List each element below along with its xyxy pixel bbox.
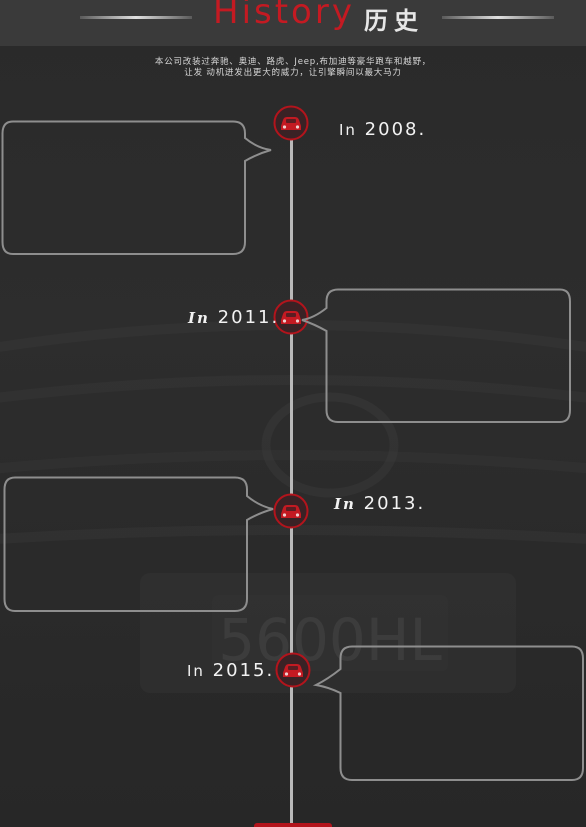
timeline-year-2013: In 2013. bbox=[334, 493, 425, 514]
year-value: 2008. bbox=[364, 119, 427, 140]
timeline-node-2015[interactable] bbox=[275, 652, 311, 688]
year-value: 2011. bbox=[217, 307, 280, 328]
timeline-year-2008: In 2008. bbox=[339, 119, 426, 140]
timeline-year-2011: In 2011. bbox=[188, 307, 279, 328]
timeline-node-2013[interactable] bbox=[273, 493, 309, 529]
header-left-divider bbox=[80, 16, 192, 19]
timeline-year-2015: In 2015. bbox=[187, 660, 274, 681]
year-prefix: In bbox=[187, 662, 205, 680]
timeline-node-2008[interactable] bbox=[273, 105, 309, 141]
car-icon bbox=[273, 493, 309, 529]
year-prefix: In bbox=[334, 495, 356, 513]
year-prefix: In bbox=[339, 121, 357, 139]
header-right-divider bbox=[442, 16, 554, 19]
header-bar: History 历史 bbox=[0, 0, 586, 46]
timeline-line bbox=[290, 118, 293, 827]
event-card-2008[interactable] bbox=[1, 120, 277, 256]
header-title-cn: 历史 bbox=[364, 7, 424, 35]
year-value: 2015. bbox=[212, 660, 275, 681]
timeline-node-2011[interactable] bbox=[273, 299, 309, 335]
intro-line-2: 让发 动机迸发出更大的威力，让引擎瞬间以最大马力 bbox=[184, 68, 402, 78]
header-title-en: History bbox=[213, 0, 355, 32]
car-icon bbox=[275, 652, 311, 688]
car-icon bbox=[273, 105, 309, 141]
year-prefix: In bbox=[188, 309, 210, 327]
year-value: 2013. bbox=[363, 493, 426, 514]
event-card-2013[interactable] bbox=[3, 476, 279, 613]
plate-text: 5600HL bbox=[218, 606, 442, 674]
intro-text: 本公司改装过奔驰、奥迪、路虎、Jeep,布加迪等豪华跑车和越野， 让发 动机迸发… bbox=[0, 57, 586, 79]
event-card-2015[interactable] bbox=[312, 645, 586, 782]
car-icon bbox=[273, 299, 309, 335]
intro-line-1: 本公司改装过奔驰、奥迪、路虎、Jeep,布加迪等豪华跑车和越野， bbox=[154, 57, 432, 67]
event-card-2011[interactable] bbox=[298, 288, 574, 424]
bottom-accent-mark bbox=[254, 823, 332, 827]
